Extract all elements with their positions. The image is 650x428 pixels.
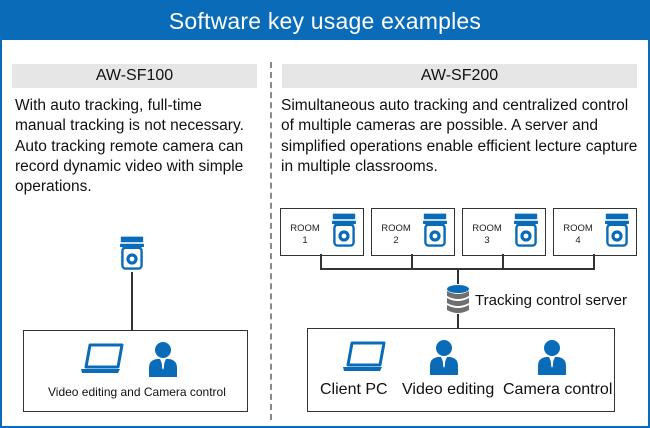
section-divider	[270, 62, 272, 420]
video-editing-label: Video editing	[402, 381, 495, 398]
room-label-text: ROOM	[563, 223, 593, 234]
ptz-camera-icon	[116, 235, 148, 275]
room-label-text: ROOM	[290, 223, 320, 234]
left-description-line: operations.	[15, 178, 92, 196]
left-description-line: record dynamic video with simple	[15, 157, 244, 175]
camera-control-label: Camera control	[503, 381, 613, 398]
right-client-box: Client PC Video editing Camera control	[307, 328, 615, 412]
room-number: 3	[484, 235, 490, 246]
right-description-line: simplified operations enable efficient l…	[281, 137, 638, 155]
tab-aw-sf100: AW-SF100	[12, 64, 257, 88]
right-description: Simultaneous auto tracking and centraliz…	[281, 96, 641, 177]
page-title: Software key usage examples	[2, 2, 648, 40]
operator-icon	[148, 341, 178, 377]
room-label-text: ROOM	[381, 223, 411, 234]
left-description-line: manual tracking is not necessary.	[15, 117, 244, 135]
server-label: Tracking control server	[475, 292, 627, 309]
laptop-icon	[80, 343, 124, 375]
left-description-line: Auto tracking remote camera can	[15, 137, 244, 155]
ptz-camera-icon	[510, 212, 542, 252]
room-label: ROOM 2	[378, 223, 414, 247]
operator-icon	[429, 339, 459, 375]
room-label-text: ROOM	[472, 223, 502, 234]
connector-line	[502, 254, 504, 269]
right-description-line: of multiple cameras are possible. A serv…	[281, 117, 599, 135]
tab-aw-sf200: AW-SF200	[282, 64, 637, 88]
room-number: 1	[302, 235, 308, 246]
laptop-icon	[342, 341, 386, 373]
client-pc-label: Client PC	[320, 381, 388, 398]
room-box-3: ROOM 3	[462, 208, 546, 256]
operator-icon	[537, 339, 567, 375]
room-number: 2	[393, 235, 399, 246]
server-database-icon	[446, 284, 470, 314]
room-label: ROOM 4	[560, 223, 596, 247]
room-box-1: ROOM 1	[280, 208, 364, 256]
left-description: With auto tracking, full-time manual tra…	[15, 96, 260, 197]
ptz-camera-icon	[328, 212, 360, 252]
left-description-line: With auto tracking, full-time	[15, 97, 202, 114]
room-label: ROOM 3	[469, 223, 505, 247]
connector-line	[457, 268, 459, 284]
room-label: ROOM 1	[287, 223, 323, 247]
connector-line	[457, 314, 459, 329]
connector-line	[593, 254, 595, 269]
right-description-line: Simultaneous auto tracking and centraliz…	[281, 97, 629, 114]
room-number: 4	[575, 235, 581, 246]
left-box-caption: Video editing and Camera control	[48, 385, 226, 399]
connector-line	[411, 254, 413, 269]
ptz-camera-icon	[601, 212, 633, 252]
room-box-4: ROOM 4	[553, 208, 637, 256]
right-description-line: in multiple classrooms.	[281, 157, 438, 175]
connector-line	[320, 254, 322, 269]
left-control-box: Video editing and Camera control	[23, 330, 248, 412]
connector-line	[131, 272, 133, 331]
ptz-camera-icon	[419, 212, 451, 252]
room-box-2: ROOM 2	[371, 208, 455, 256]
